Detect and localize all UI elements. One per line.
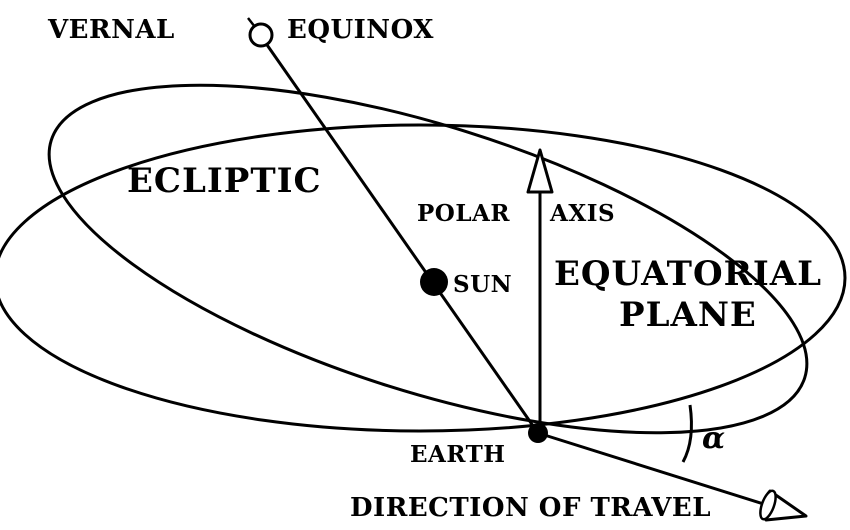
ecliptic-plane-ellipse — [47, 83, 809, 435]
alpha-label: α — [702, 421, 725, 456]
sun-dot — [420, 268, 448, 296]
equatorial-label: EQUATORIAL — [554, 254, 822, 294]
earth-label: EARTH — [410, 441, 505, 468]
sun-label: SUN — [453, 271, 512, 298]
equinox-label: EQUINOX — [287, 15, 434, 45]
axis-label: AXIS — [549, 200, 615, 227]
equatorial-plane-ellipse — [0, 123, 847, 433]
direction-of-travel-label: DIRECTION OF TRAVEL — [350, 493, 711, 523]
direction-of-travel-line — [537, 431, 771, 508]
polar-axis-arrowhead — [526, 148, 554, 194]
earth-dot — [528, 423, 548, 443]
vernal-equinox-line — [263, 41, 540, 434]
vernal-equinox-marker — [248, 22, 274, 48]
ecliptic-label: ECLIPTIC — [127, 161, 322, 201]
direction-of-travel-arrowhead — [759, 489, 808, 522]
alpha-angle-arc — [681, 404, 693, 463]
vernal-marker-tick — [247, 17, 256, 28]
plane-label: PLANE — [619, 295, 757, 335]
polar-label: POLAR — [417, 200, 510, 227]
vernal-label: VERNAL — [47, 15, 175, 45]
